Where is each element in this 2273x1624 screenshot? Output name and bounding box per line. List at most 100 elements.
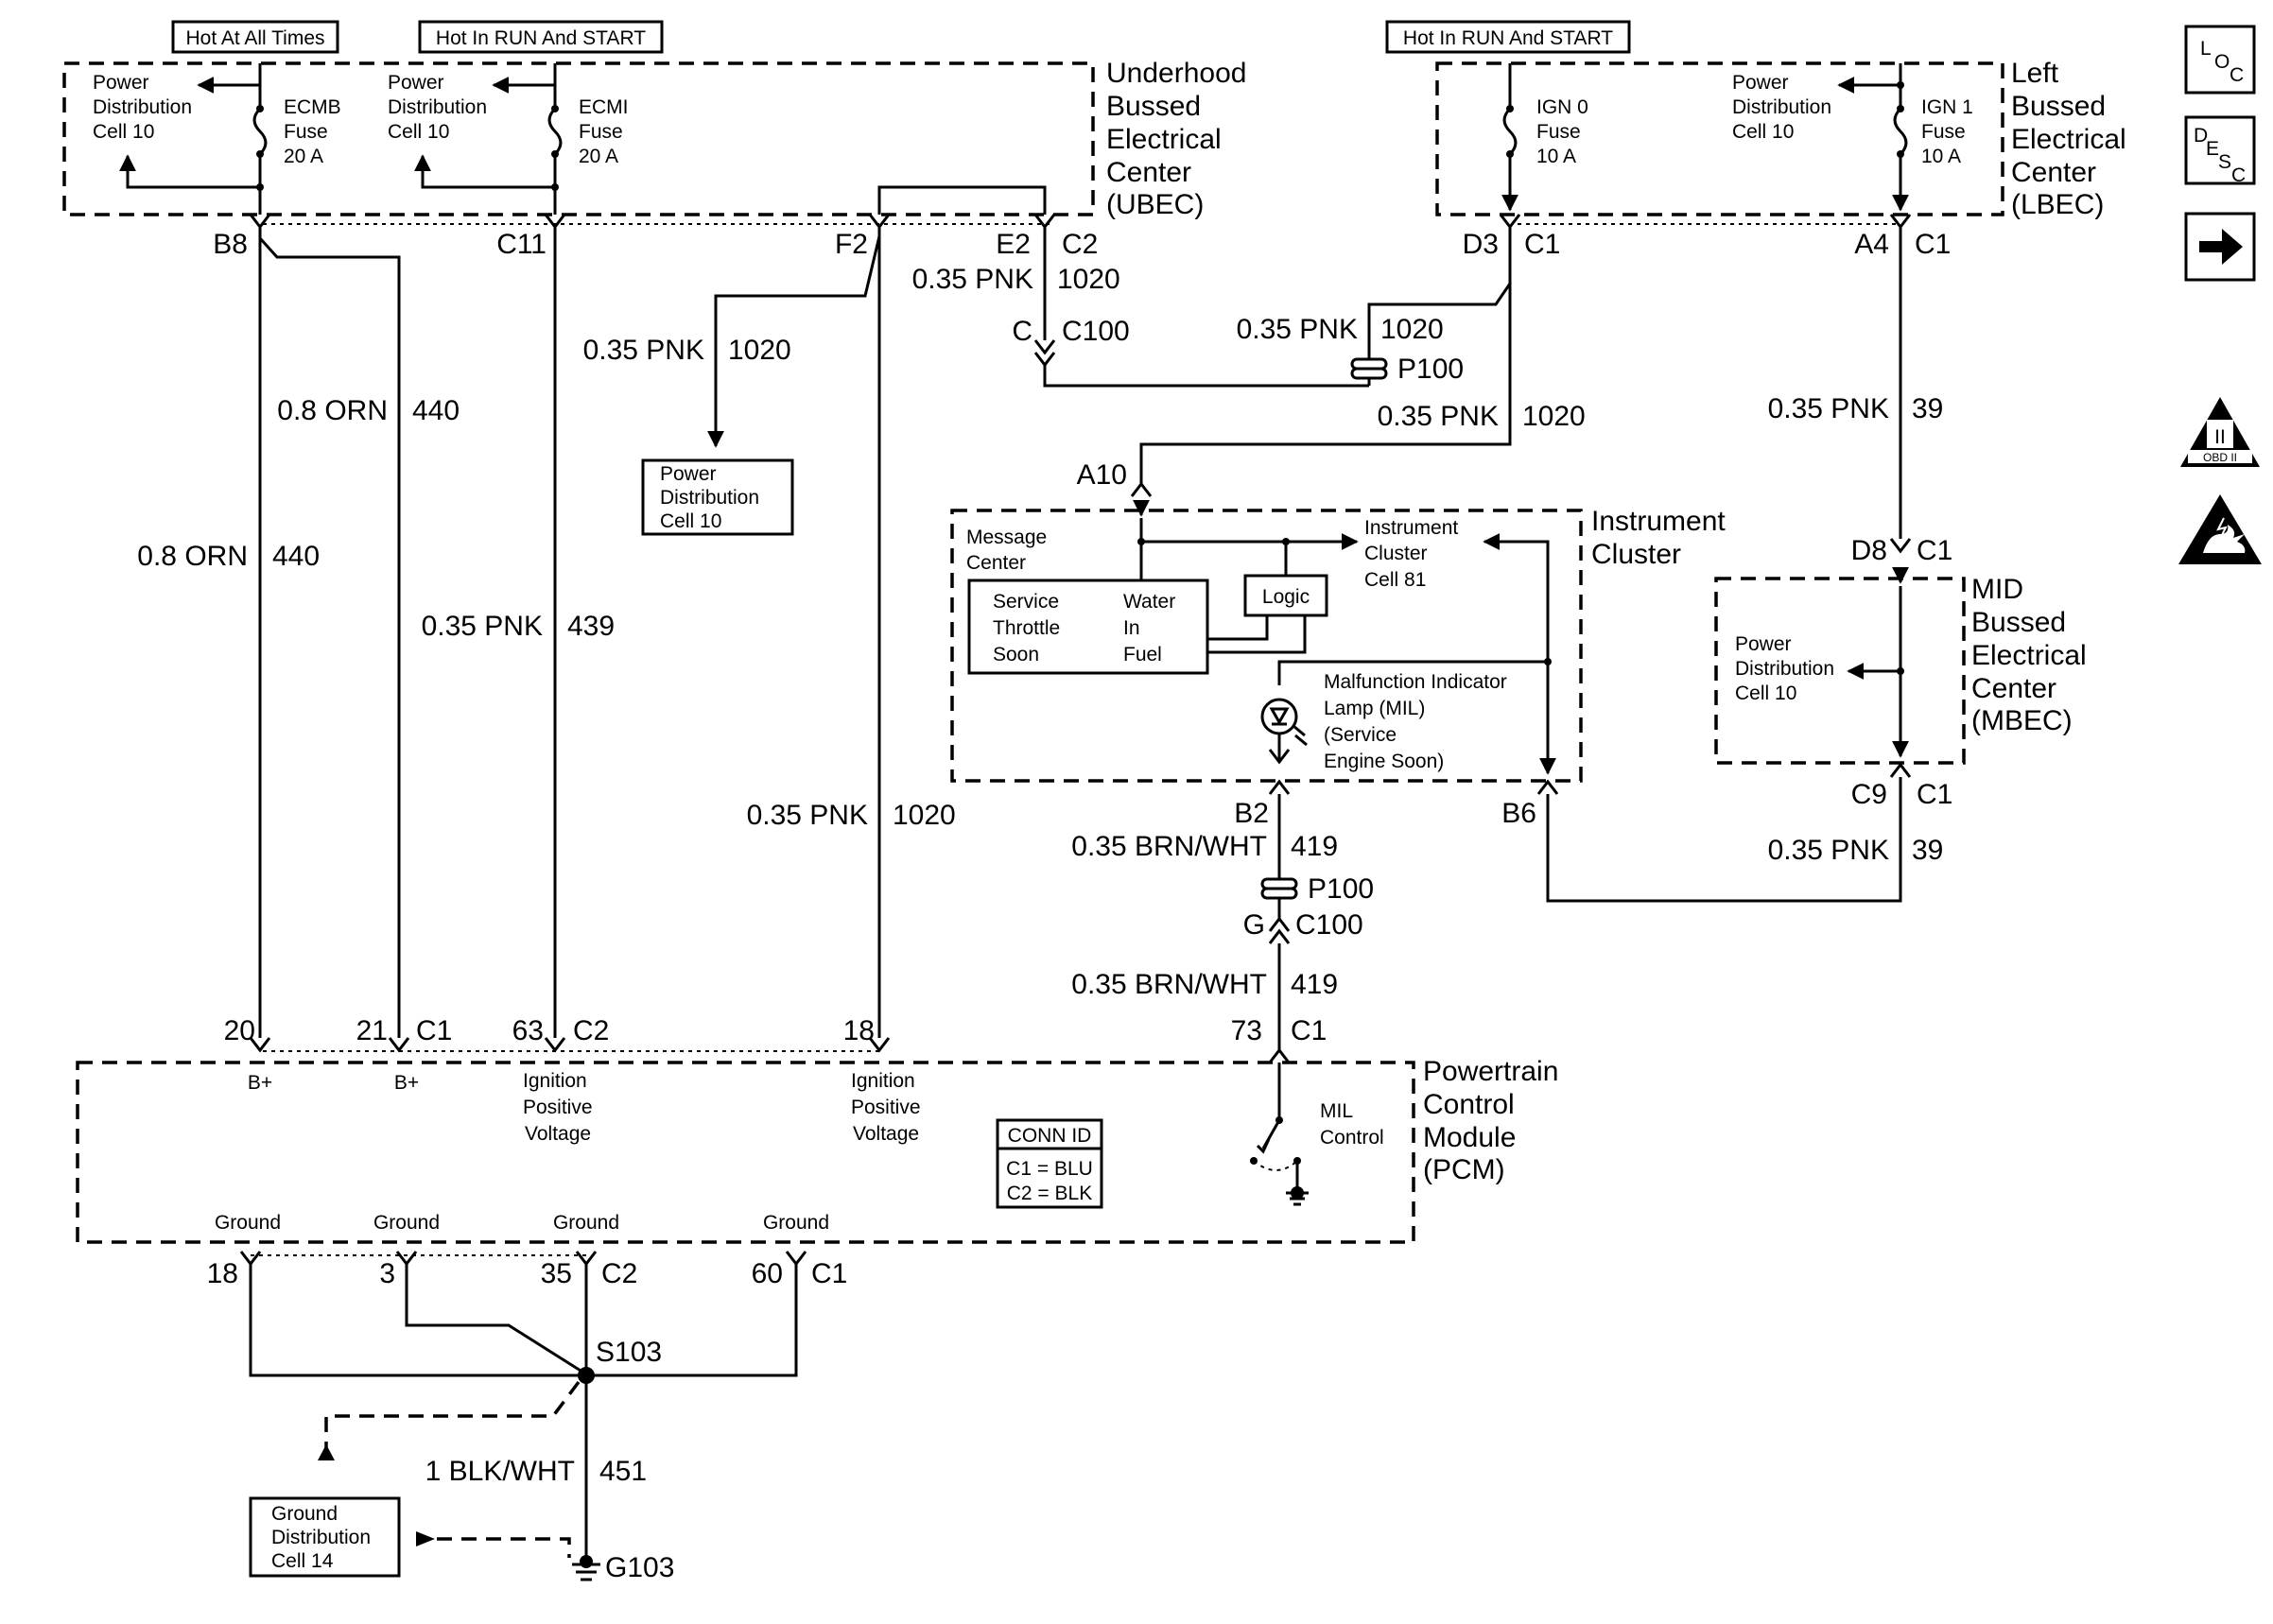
ubec-name: Underhood Bussed Electrical Center (UBEC… — [1106, 58, 1255, 220]
pin-21: 21 — [356, 1015, 388, 1046]
pin-c2-pcm-63: C2 — [573, 1015, 609, 1046]
wire-label-419-lower-circuit: 419 — [1291, 969, 1338, 1000]
pin-c100-b: C100 — [1295, 909, 1363, 941]
pin-c2-ground: C2 — [601, 1258, 637, 1289]
svg-text:OBD II: OBD II — [2203, 451, 2237, 464]
svg-text:C2 = BLK: C2 = BLK — [1007, 1183, 1092, 1204]
logic-block — [1243, 574, 1328, 617]
ecmb-fuse-label: ECMB Fuse 20 A — [284, 96, 347, 167]
svg-text:Power Distribution: Power Distribution Cell 10 — [660, 463, 765, 532]
p100-splice-a — [1350, 357, 1388, 380]
wire-label-1020-a10-circuit: 1020 — [1522, 401, 1586, 432]
instrument-cluster-box: Instrument Cluster Message Center Instru… — [950, 499, 1733, 783]
svg-text:Ground: Ground — [763, 1212, 829, 1234]
svg-text:MIL Control: MIL Control — [1320, 1100, 1384, 1149]
svg-text:Message Center: Message Center — [966, 527, 1052, 574]
pin-a4: A4 — [1854, 229, 1889, 260]
arrow-right-icon — [2199, 229, 2243, 265]
pin-63: 63 — [512, 1015, 544, 1046]
svg-text:B+: B+ — [394, 1072, 419, 1094]
wire-label-439-color: 0.35 PNK — [422, 611, 543, 642]
header-hot-run-start-lbec: Hot In RUN And START — [1385, 20, 1631, 54]
pin-73: 73 — [1231, 1015, 1262, 1046]
ubec-box: Underhood Bussed Electrical Center (UBEC… — [62, 58, 1255, 220]
ground-distribution-cell14-box: Ground Distribution Cell 14 — [249, 1496, 401, 1578]
header-hot-run-start-ubec: Hot In RUN And START — [418, 20, 664, 54]
pin-c1-pcm-21: C1 — [416, 1015, 452, 1046]
svg-text:S: S — [2218, 151, 2231, 173]
ign1-fuse-icon — [1893, 107, 1908, 156]
pin-a10: A10 — [1077, 459, 1127, 491]
svg-text:Ground: Ground — [373, 1212, 440, 1234]
pin-g: G — [1243, 909, 1265, 941]
wire-1020-pd — [707, 235, 881, 448]
pin-c2-ubec: C2 — [1062, 229, 1098, 260]
wire-label-39-a4-circuit: 39 — [1912, 393, 1943, 424]
svg-text:Instrument Cluster: Instrument Cluster Cell 81 — [1364, 517, 1464, 591]
p100-splice-b — [1260, 877, 1298, 900]
svg-text:Ground Distribution: Ground Distribution Cell 14 — [271, 1503, 376, 1572]
pin-ground-60: 60 — [752, 1258, 783, 1289]
wire-label-1020-pd-circuit: 1020 — [728, 335, 791, 366]
svg-text:Logic: Logic — [1262, 586, 1310, 608]
ign0-fuse-label: IGN 0 Fuse 10 A — [1536, 96, 1594, 167]
ecmi-fuse-label: ECMI Fuse 20 A — [579, 96, 633, 167]
pin-c100-a: C100 — [1062, 316, 1130, 347]
pin-g103: G103 — [605, 1552, 674, 1583]
pin-c1-ground: C1 — [811, 1258, 847, 1289]
svg-text:Ignition Positive: Ignition Positive Voltage — [851, 1070, 926, 1145]
obd-ii-icon: II OBD II — [2180, 397, 2260, 467]
svg-text:Power Distribution: Power Distribution Cell 10 — [1735, 633, 1840, 704]
wire-label-1020-pcm-color: 0.35 PNK — [747, 800, 868, 831]
loc-button[interactable]: L O C — [2184, 25, 2256, 95]
esd-warning-icon — [2178, 494, 2262, 564]
svg-text:Powertrain Control: Powertrain Control Module (PCM) — [1423, 1056, 1567, 1185]
pin-b6: B6 — [1501, 798, 1536, 829]
pin-c9: C9 — [1851, 779, 1887, 810]
wire-label-451-color: 1 BLK/WHT — [425, 1456, 575, 1487]
header-hot-at-all-times: Hot At All Times — [171, 20, 339, 54]
svg-text:Instrument Cluster: Instrument Cluster — [1591, 506, 1733, 570]
pin-d3: D3 — [1463, 229, 1499, 260]
lbec-name: Left Bussed Electrical Center (LBEC) — [2011, 58, 2134, 220]
pin-c: C — [1012, 316, 1032, 347]
ecmi-fuse-icon — [547, 107, 563, 156]
wire-label-419-lower-color: 0.35 BRN/WHT — [1071, 969, 1267, 1000]
svg-text:C: C — [2231, 164, 2246, 186]
s103-splice-icon — [578, 1367, 595, 1384]
svg-text:D: D — [2194, 125, 2208, 147]
pin-p100-a: P100 — [1397, 354, 1464, 385]
wire-label-1020-a10-color: 0.35 PNK — [1378, 401, 1499, 432]
pin-18-pcm: 18 — [843, 1015, 875, 1046]
pin-d8: D8 — [1851, 535, 1887, 566]
svg-text:II: II — [2214, 426, 2226, 448]
wire-label-1020-pd-color: 0.35 PNK — [583, 335, 704, 366]
message-center-display — [967, 579, 1209, 675]
pin-c1-mbec-c9: C1 — [1917, 779, 1952, 810]
svg-text:O: O — [2214, 51, 2230, 73]
wire-440-b — [258, 236, 401, 1038]
pin-b2: B2 — [1234, 798, 1269, 829]
ign1-fuse-label: IGN 1 Fuse 10 A — [1921, 96, 1979, 167]
pin-b8: B8 — [213, 229, 248, 260]
pin-p100-b: P100 — [1308, 873, 1374, 905]
pin-e2: E2 — [996, 229, 1031, 260]
wire-label-39-a4-color: 0.35 PNK — [1768, 393, 1889, 424]
ground-bus-wire — [249, 1264, 798, 1377]
next-arrow-button[interactable] — [2184, 212, 2256, 282]
pin-ground-3: 3 — [379, 1258, 395, 1289]
lbec-box: Left Bussed Electrical Center (LBEC) IGN… — [1435, 58, 2134, 220]
svg-text:C: C — [2230, 64, 2244, 86]
ubec-pd1-label: Power Distribution Cell 10 — [93, 72, 198, 143]
power-distribution-cell10-box: Power Distribution Cell 10 — [641, 458, 794, 536]
wire-label-39-b6-color: 0.35 PNK — [1768, 835, 1889, 866]
svg-text:B+: B+ — [248, 1072, 272, 1094]
wire-label-1020-pcm-circuit: 1020 — [893, 800, 956, 831]
desc-button[interactable]: D E S C — [2184, 115, 2256, 186]
svg-text:L: L — [2200, 38, 2212, 60]
svg-text:Hot In RUN And START: Hot In RUN And START — [1403, 27, 1613, 49]
mil-lamp-icon — [1260, 698, 1298, 735]
svg-text:Ground: Ground — [553, 1212, 619, 1234]
svg-text:Ignition Positive: Ignition Positive Voltage — [523, 1070, 598, 1145]
